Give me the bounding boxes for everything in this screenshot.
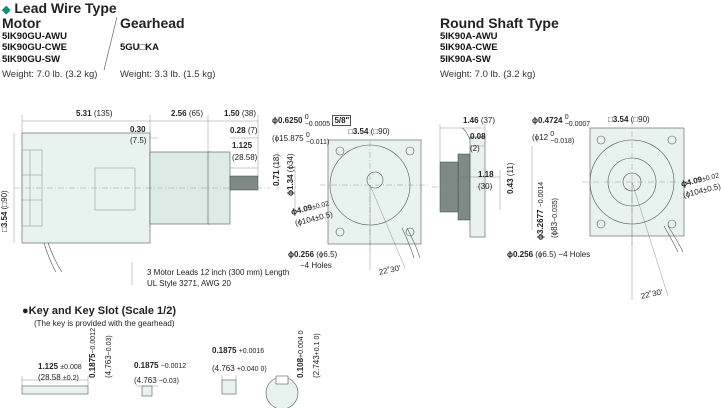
round-weight: Weight: 7.0 lb. (3.2 kg) bbox=[440, 69, 536, 80]
page-title-text: Lead Wire Type bbox=[14, 0, 117, 16]
leads-note-1: 3 Motor Leads 12 inch (300 mm) Length bbox=[147, 268, 290, 277]
mount-hole-1 bbox=[335, 146, 345, 156]
round-shaft-side-view bbox=[432, 127, 495, 238]
bullet-icon: ● bbox=[22, 305, 29, 317]
motor-weight: Weight: 7.0 lb. (3.2 kg) bbox=[2, 69, 98, 80]
dim-008: 0.08 bbox=[470, 132, 486, 141]
hole-dim-left: ϕ0.256 (ϕ6.5) bbox=[288, 250, 338, 259]
shaft-dim-right-mm: (ϕ12 0−0.018) bbox=[532, 131, 575, 145]
key-dim-1-mm: (28.58 ±0.2) bbox=[38, 373, 79, 382]
motor-model-3: 5IK90GU-SW bbox=[2, 54, 61, 65]
face-dim-left: □3.54 (□90) bbox=[348, 127, 390, 136]
shaft-dim-left: ϕ0.6250 0−0.0005 5/8" bbox=[272, 114, 352, 128]
key-slot-top bbox=[221, 379, 237, 395]
key-dim-5-vertical-mm: (2.743+0.1 0) bbox=[312, 333, 321, 378]
leads-note-2: UL Style 3271, AWG 20 bbox=[147, 279, 231, 288]
round-shaft-heading: Round Shaft Type bbox=[440, 15, 559, 31]
mount-hole-2 bbox=[405, 146, 415, 156]
divider-slash bbox=[103, 16, 118, 71]
gearhead-model: 5GU□KA bbox=[120, 42, 159, 53]
dim-531: 5.31 (135) bbox=[76, 109, 113, 118]
dim-150: 1.50 (38) bbox=[224, 109, 257, 118]
key-dim-2-vertical-mm: (4.763−0.03) bbox=[104, 335, 113, 378]
dim-030-mm: (7.5) bbox=[130, 136, 147, 145]
shaft-bore bbox=[366, 171, 384, 189]
dim-146: 1.46 (37) bbox=[463, 116, 496, 125]
round-hole-3 bbox=[596, 219, 606, 229]
dim-118: 1.18 bbox=[478, 170, 494, 179]
motor-side-view bbox=[14, 132, 270, 273]
diamond-icon: ◆ bbox=[2, 4, 11, 16]
key-drawings bbox=[21, 375, 299, 408]
key-section-title: ●Key and Key Slot (Scale 1/2) bbox=[22, 305, 176, 317]
dim-043-vertical: 0.43 (11) bbox=[506, 162, 515, 194]
key-dim-3: 0.1875 −0.0012 bbox=[134, 361, 187, 370]
shaft-dim-right: ϕ0.4724 0−0.0007 bbox=[532, 114, 591, 128]
round-hole-2 bbox=[667, 135, 677, 145]
gearhead-front-view bbox=[320, 130, 430, 270]
round-model-1: 5IK90A-AWU bbox=[440, 31, 498, 42]
motor-model-1: 5IK90GU-AWU bbox=[2, 31, 67, 42]
key-side bbox=[21, 385, 89, 395]
face-dim-right: □3.54 (□90) bbox=[608, 115, 650, 124]
key-dim-3-mm: (4.763 −0.03) bbox=[134, 376, 179, 385]
shaft-dim-left-mm: (ϕ15.875 0−0.011) bbox=[272, 132, 330, 146]
key-dim-2-vertical: 0.1875−0.0012 bbox=[88, 328, 97, 378]
hole-dim-right: ϕ0.256 (ϕ6.5) −4 Holes bbox=[507, 250, 591, 259]
dim-071-vertical: 0.71 (18) bbox=[272, 153, 281, 186]
key-dim-5-vertical: 0.108+0.004 0 bbox=[296, 330, 305, 378]
gearhead-heading: Gearhead bbox=[120, 15, 185, 31]
key-dim-1: 1.125 ±0.008 bbox=[38, 362, 82, 371]
gearhead-weight: Weight: 3.3 lb. (1.5 kg) bbox=[120, 69, 216, 80]
round-shaft-front-view bbox=[582, 120, 692, 300]
key-dim-4: 0.1875 +0.0016 bbox=[212, 346, 265, 355]
page-title: ◆ Lead Wire Type bbox=[2, 0, 117, 16]
motor-model-2: 5IK90GU-CWE bbox=[2, 42, 67, 53]
key-dim-4-mm: (4.763 +0.040 0) bbox=[212, 364, 267, 373]
dim-028: 0.28 (7) bbox=[230, 126, 258, 135]
hole-count-left: −4 Holes bbox=[300, 261, 332, 270]
dim-354-vertical: □3.54 (□90) bbox=[0, 190, 9, 232]
left-dimension-lines bbox=[13, 115, 296, 285]
mount-hole-3 bbox=[335, 227, 345, 237]
motor-heading: Motor bbox=[2, 15, 41, 31]
key-end bbox=[141, 385, 153, 397]
round-hole-1 bbox=[596, 135, 606, 145]
key-section-note: (The key is provided with the gearhead) bbox=[34, 319, 175, 328]
dim-256: 2.56 (65) bbox=[171, 109, 204, 118]
round-model-3: 5IK90A-SW bbox=[440, 54, 491, 65]
dim-118-mm: (30) bbox=[478, 182, 493, 191]
round-hole-4 bbox=[667, 219, 677, 229]
pilot-dim-vertical: ϕ3.2677 −0.0014 bbox=[536, 181, 545, 240]
dim-134-vertical: ϕ1.34 (ϕ34) bbox=[286, 153, 295, 196]
dim-008-mm: (2) bbox=[470, 144, 480, 153]
key-slot bbox=[275, 375, 289, 385]
dim-030: 0.30 bbox=[130, 125, 146, 134]
dim-1125: 1.125 bbox=[232, 141, 253, 150]
pilot-dim-vertical-mm: (ϕ83−0.035) bbox=[550, 198, 559, 238]
right-dimension-lines bbox=[439, 124, 533, 230]
output-shaft bbox=[229, 175, 259, 191]
dim-1125-mm: (28.58) bbox=[232, 153, 258, 162]
mount-hole-4 bbox=[405, 227, 415, 237]
round-model-2: 5IK90A-CWE bbox=[440, 42, 498, 53]
